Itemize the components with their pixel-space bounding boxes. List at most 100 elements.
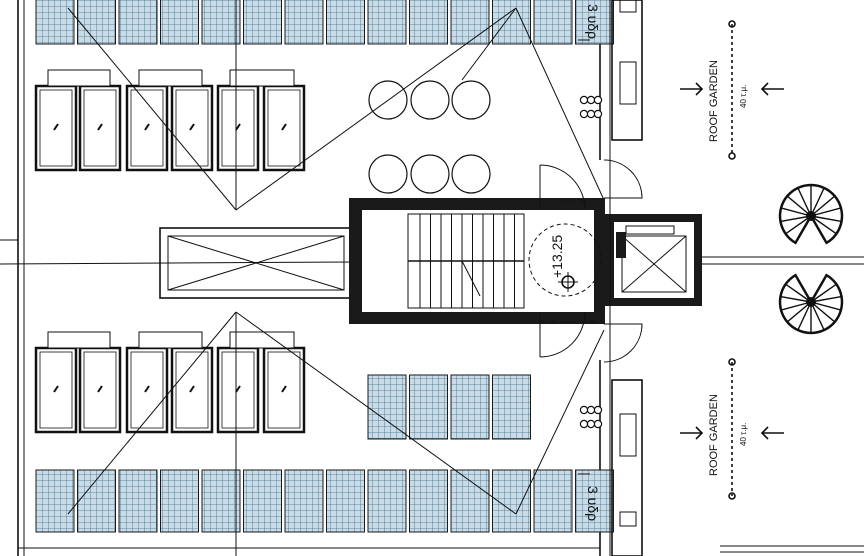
- water-tanks-top: [34, 69, 306, 172]
- spiral-step: [780, 215, 812, 223]
- tank-cap: [138, 69, 203, 87]
- solar-panel: [160, 469, 199, 533]
- tank-mark: [97, 123, 103, 131]
- solar-panel: [575, 469, 614, 533]
- valve: [586, 109, 596, 119]
- water-tank-inner: [130, 89, 164, 167]
- valve: [586, 95, 596, 105]
- tank-cap: [229, 69, 295, 87]
- water-heater: [451, 154, 491, 194]
- solar-panel: [201, 469, 241, 533]
- solar-panel: [492, 374, 531, 440]
- solar-panel: [367, 374, 407, 440]
- water-tank-inner: [267, 351, 301, 429]
- tank-cap: [229, 331, 295, 349]
- spiral-stair-bottom: [778, 273, 844, 335]
- spiral-step: [797, 301, 812, 331]
- tank-cap: [138, 331, 203, 349]
- spiral-step: [780, 295, 812, 303]
- water-heaters: [368, 80, 491, 194]
- solar-array-top: [35, 0, 614, 45]
- solar-panel: [367, 469, 407, 533]
- spiral-step: [780, 301, 812, 311]
- solar-panel: [35, 0, 75, 45]
- solar-panel: [118, 469, 158, 533]
- valve: [593, 109, 603, 119]
- spiral-step: [810, 274, 828, 303]
- roof-garden-bottom-area: 40 τ.μ.: [739, 423, 748, 446]
- water-tank-inner: [175, 351, 209, 429]
- water-tank-inner: [83, 351, 117, 429]
- tank-mark: [235, 385, 241, 393]
- valve: [579, 419, 589, 429]
- tank-mark: [144, 123, 150, 131]
- solar-panel: [243, 0, 282, 45]
- roof-garden-bottom: ROOF GARDEN 40 τ.μ.: [680, 358, 784, 500]
- elevator-shaft: [605, 214, 864, 306]
- water-tank-inner: [39, 351, 73, 429]
- solar-panel: [409, 374, 448, 440]
- valve: [586, 419, 596, 429]
- water-heater: [410, 80, 450, 120]
- tank-mark: [281, 385, 287, 393]
- solar-panel: [533, 0, 573, 45]
- skylight: [159, 227, 353, 299]
- spiral-step: [810, 301, 825, 331]
- valve: [593, 405, 603, 415]
- tank-cap: [47, 331, 111, 349]
- spiral-step: [794, 274, 812, 303]
- solar-panel: [450, 0, 490, 45]
- spiral-step: [810, 207, 842, 217]
- valve: [586, 405, 596, 415]
- tank-mark: [189, 385, 195, 393]
- tank-mark: [53, 123, 59, 131]
- water-tank-inner: [83, 89, 117, 167]
- solar-panel: [367, 0, 407, 45]
- solar-panel: [284, 469, 324, 533]
- water-tank-inner: [130, 351, 164, 429]
- tank-mark: [189, 123, 195, 131]
- solar-array-middle: [367, 374, 531, 440]
- spiral-step: [810, 283, 837, 303]
- spiral-step: [794, 215, 812, 244]
- valve-group: [579, 95, 603, 429]
- solar-panel: [450, 374, 490, 440]
- solar-panel: [326, 469, 365, 533]
- solar-panel: [326, 0, 365, 45]
- stair-core: [349, 198, 605, 324]
- spiral-step: [810, 215, 828, 244]
- level-label: +13.25: [549, 235, 565, 278]
- cable-lines: [0, 0, 605, 556]
- units-top-label: 3 υδρ: [585, 4, 601, 39]
- solar-panel: [409, 469, 448, 533]
- spiral-step: [810, 215, 842, 223]
- water-heater: [451, 80, 491, 120]
- valve: [579, 95, 589, 105]
- roof-garden-top-label: ROOF GARDEN: [708, 60, 720, 142]
- solar-panel: [35, 469, 75, 533]
- tank-mark: [53, 385, 59, 393]
- solar-panel: [284, 0, 324, 45]
- water-tanks-bottom: [34, 331, 306, 434]
- valve: [579, 405, 589, 415]
- roof-garden-top: ROOF GARDEN 40 τ.μ.: [680, 20, 784, 160]
- water-tank-inner: [175, 89, 209, 167]
- spiral-step: [810, 301, 842, 311]
- spiral-step: [785, 215, 812, 235]
- water-tank-inner: [221, 351, 255, 429]
- roof-garden-top-area: 40 τ.μ.: [739, 85, 748, 108]
- spiral-step: [786, 301, 812, 323]
- solar-panel: [201, 0, 241, 45]
- solar-panel: [533, 469, 573, 533]
- water-tank-inner: [267, 89, 301, 167]
- spiral-step: [785, 283, 812, 303]
- doors: [539, 159, 643, 363]
- tank-mark: [144, 385, 150, 393]
- spiral-step: [810, 215, 837, 235]
- spiral-step: [810, 295, 842, 303]
- spiral-step: [810, 301, 836, 323]
- spiral-step: [786, 195, 812, 217]
- solar-panel: [492, 0, 531, 45]
- solar-panel: [409, 0, 448, 45]
